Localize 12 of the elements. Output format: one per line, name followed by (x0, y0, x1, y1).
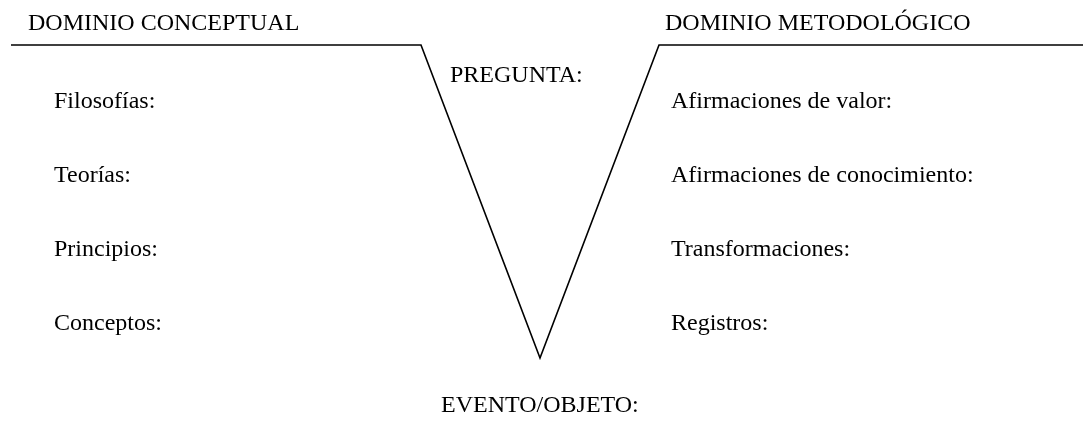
field-label: Afirmaciones de valor: (671, 86, 893, 114)
heading: PREGUNTA: (450, 60, 583, 88)
field-label: Teorías: (54, 160, 131, 188)
heading: DOMINIO CONCEPTUAL (28, 8, 300, 36)
field-label: Filosofías: (54, 86, 156, 114)
field-label: Principios: (54, 234, 158, 262)
heading: EVENTO/OBJETO: (441, 390, 639, 418)
heading: DOMINIO METODOLÓGICO (665, 8, 971, 36)
field-label: Afirmaciones de conocimiento: (671, 160, 974, 188)
field-label: Conceptos: (54, 308, 162, 336)
field-label: Registros: (671, 308, 769, 336)
field-label: Transformaciones: (671, 234, 851, 262)
